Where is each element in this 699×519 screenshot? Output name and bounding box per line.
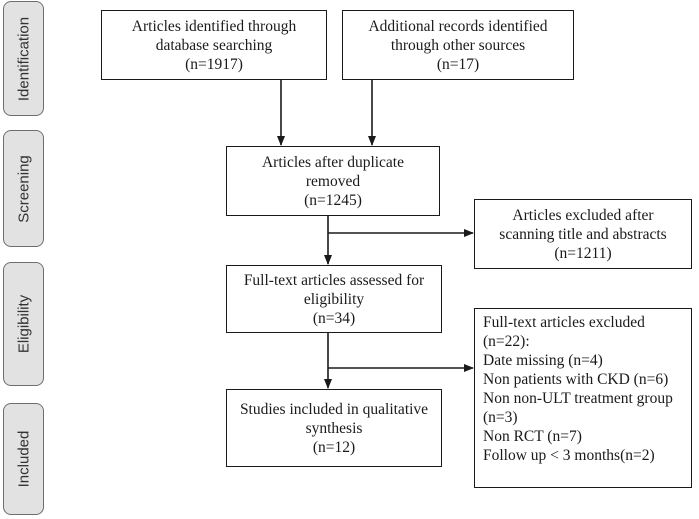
- box-excluded-screening: Articles excluded after scanning title a…: [474, 199, 692, 269]
- box-included-line: (n=12): [312, 438, 356, 456]
- box-excluded-fulltext-line: Non RCT (n=7): [483, 428, 582, 445]
- stage-label-included: Included: [3, 403, 44, 515]
- box-other-line: Additional records identified: [368, 17, 548, 35]
- box-excluded-fulltext-line: Follow up < 3 months(n=2): [483, 447, 655, 464]
- box-excluded-fulltext-line: Non non-ULT treatment group: [483, 390, 673, 407]
- box-included-line: synthesis: [305, 419, 363, 437]
- box-excluded-fulltext-line: Non patients with CKD (n=6): [483, 371, 669, 388]
- stage-label-eligibility: Eligibility: [3, 262, 44, 386]
- box-fulltext-line: eligibility: [303, 290, 365, 308]
- box-duplicates-line: removed: [305, 172, 361, 190]
- box-full-text-assessed: Full-text articles assessed for eligibil…: [226, 265, 442, 333]
- box-excluded-fulltext-line: Full-text articles excluded: [483, 314, 645, 331]
- box-excluded-screening-line: scanning title and abstracts: [499, 225, 667, 243]
- box-other-line: through other sources: [390, 36, 526, 54]
- box-studies-included: Studies included in qualitative synthesi…: [226, 389, 442, 467]
- box-fulltext-line: (n=34): [312, 309, 356, 327]
- box-duplicates-line: (n=1245): [304, 191, 362, 209]
- box-database-line: Articles identified through: [131, 17, 297, 35]
- box-after-duplicates: Articles after duplicate removed (n=1245…: [226, 146, 440, 216]
- box-duplicates-line: Articles after duplicate: [261, 153, 404, 171]
- box-database-searching: Articles identified through database sea…: [101, 10, 327, 80]
- box-included-line: Studies included in qualitative: [239, 400, 429, 418]
- box-other-sources: Additional records identified through ot…: [342, 10, 574, 80]
- box-database-line: (n=1917): [185, 55, 243, 73]
- stage-label-identification: Identification: [3, 1, 44, 116]
- box-other-line: (n=17): [436, 55, 480, 73]
- box-excluded-screening-line: Articles excluded after: [512, 206, 654, 224]
- box-database-line: database searching: [155, 36, 273, 54]
- stage-label-screening: Screening: [3, 130, 44, 247]
- box-fulltext-line: Full-text articles assessed for: [243, 271, 425, 289]
- box-excluded-full-text: Full-text articles excluded (n=22): Date…: [474, 308, 692, 488]
- box-excluded-screening-line: (n=1211): [554, 244, 612, 262]
- box-excluded-fulltext-line: Date missing (n=4): [483, 352, 603, 369]
- box-excluded-fulltext-line: (n=3): [483, 409, 518, 426]
- box-excluded-fulltext-line: (n=22):: [483, 333, 530, 350]
